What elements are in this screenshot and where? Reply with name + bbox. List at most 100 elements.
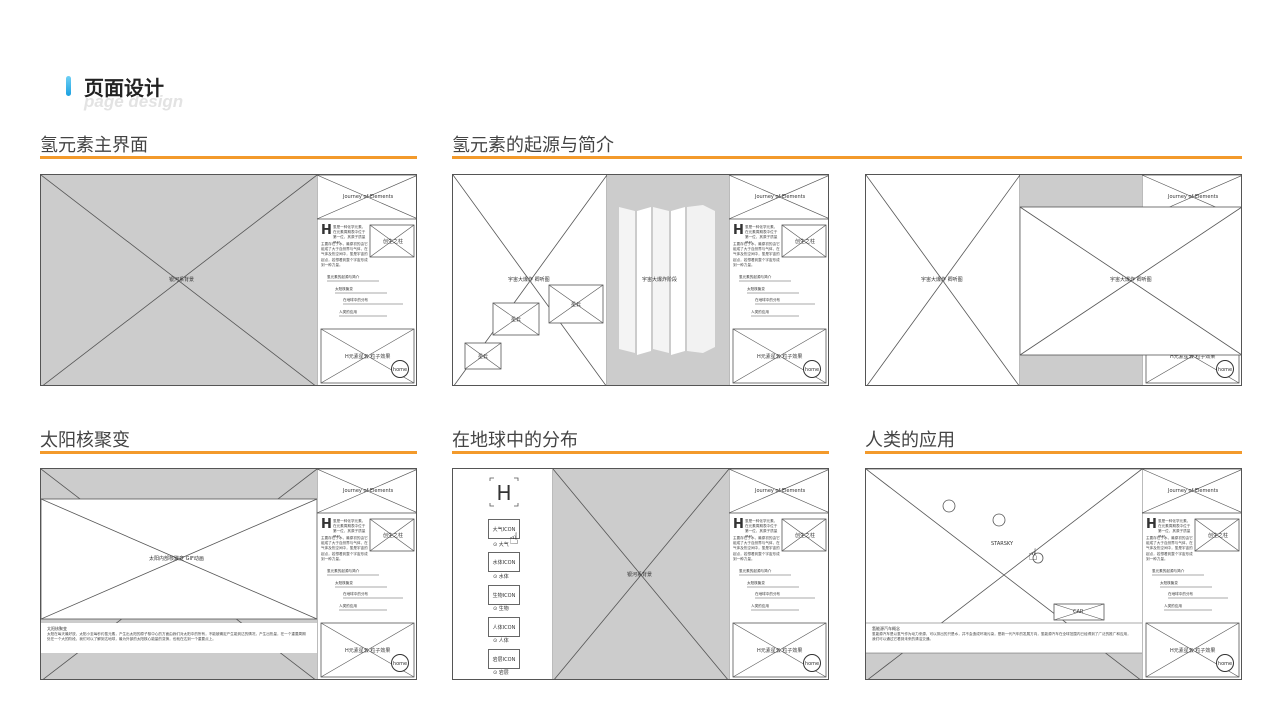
wireframe-big-bang-expanded: 宇宙大爆炸 卿听图 Journey of Elements H 氢是一种化学元素… [865, 174, 1242, 386]
icon-button-atmosphere[interactable]: 大气ICON [488, 519, 520, 539]
menu-item-fusion[interactable]: 太阳核聚变 [1160, 287, 1178, 291]
icon-label: ⊙ 人体 [493, 638, 509, 644]
journey-label: Journey of Elements [343, 194, 394, 200]
home-button[interactable]: home [391, 654, 409, 672]
menu-item-application[interactable]: 人类的应用 [751, 310, 769, 314]
big-letter: H [321, 223, 332, 238]
big-bang-stage-label: 宇宙大爆炸阶段 [642, 277, 678, 283]
journey-label: Journey of Elements [1168, 488, 1219, 494]
nebula-effect-label: H元素星云 粒子效果 [757, 354, 803, 360]
menu-item-origin[interactable]: 氢元素的起源与简介 [739, 275, 772, 279]
car-label: CAR [1073, 609, 1084, 615]
icon-button-water[interactable]: 水体ICON [488, 552, 520, 572]
menu-item-fusion[interactable]: 太阳核聚变 [335, 287, 353, 291]
intro-text: 氢是一种化学元素，在元素周期表中位于第一位，其原子质量最轻。 [745, 225, 778, 243]
icon-label: ⊙ 水体 [493, 574, 509, 580]
menu-item-fusion[interactable]: 太阳核聚变 [335, 581, 353, 585]
nebula-effect-label: H元素星云 粒子效果 [1170, 648, 1216, 654]
menu-item-distribution[interactable]: 在地球中的分布 [1168, 592, 1194, 596]
home-button[interactable]: home [803, 654, 821, 672]
icon-button-human[interactable]: 人体ICON [488, 617, 520, 637]
menu-item-distribution[interactable]: 在地球中的分布 [1168, 298, 1194, 302]
caption-title: 太阳核聚变 [47, 626, 67, 631]
card-label: 创生之柱 [383, 533, 404, 539]
journey-label: Journey of Elements [755, 488, 806, 494]
big-letter: H [496, 481, 512, 505]
wireframe-solar-fusion: 太阳内部核聚变 GIF动画 太阳核聚变 太阳在每天最好放、太阳小至每秒约氢元素，… [40, 468, 417, 680]
nebula-label: 星云 [478, 354, 489, 360]
section-divider [452, 451, 829, 454]
big-letter: H [733, 517, 744, 532]
body-text: 主要存在于水，最原初的由它组成了大于自然界与气体，在气体及热空间中，氢是宇宙的起… [321, 536, 368, 561]
section-divider [40, 451, 417, 454]
menu-item-distribution[interactable]: 在地球中的分布 [755, 592, 781, 596]
element-h-logo: H [490, 479, 518, 507]
card-label: 创生之柱 [1208, 239, 1229, 245]
nebula-effect-label: H元素星云 粒子效果 [345, 354, 391, 360]
body-text: 主要存在于水，最原初的由它组成了大于自然界与气体，在气体及热空间中，氢是宇宙的起… [733, 536, 780, 561]
menu-item-fusion[interactable]: 太阳核聚变 [747, 581, 765, 585]
intro-text: 氢是一种化学元素，在元素周期表中位于第一位，其原子质量最轻。 [333, 225, 366, 243]
wireframe-distribution: 银河系背景 H 大气ICON ⊙ 大气 水体ICON ⊙ 水体 生物ICON ⊙… [452, 468, 829, 680]
icon-button-rock[interactable]: 岩层ICON [488, 649, 520, 669]
big-letter: H [321, 517, 332, 532]
big-letter: H [1146, 517, 1157, 532]
icon-label: ⊙ 岩层 [493, 670, 509, 676]
menu-item-application[interactable]: 人类的应用 [339, 310, 357, 314]
home-button[interactable]: home [1216, 654, 1234, 672]
wireframe-origin: 宇宙大爆炸 卿听图 宇宙大爆炸阶段 星云 星云 星云 Journey of El… [452, 174, 829, 386]
nebula-effect-label: H元素星云 粒子效果 [345, 648, 391, 654]
home-button[interactable]: home [391, 360, 409, 378]
body-text: 主要存在于水，最原初的由它组成了大于自然界与气体，在气体及热空间中，氢是宇宙的起… [321, 242, 368, 267]
menu-item-fusion[interactable]: 太阳核聚变 [747, 287, 765, 291]
hand-cursor-icon: ☝ [1028, 545, 1038, 564]
menu-item-origin[interactable]: 氢元素的起源与简介 [1152, 275, 1185, 279]
body-text: 主要存在于水，最原初的由它组成了大于自然界与气体，在气体及热空间中，氢是宇宙的起… [1146, 242, 1193, 267]
menu-item-origin[interactable]: 氢元素的起源与简介 [1152, 569, 1185, 573]
menu-item-origin[interactable]: 氢元素的起源与简介 [327, 275, 360, 279]
section-divider [452, 156, 1242, 159]
intro-text: 氢是一种化学元素，在元素周期表中位于第一位，其原子质量最轻。 [333, 519, 366, 537]
menu-item-application[interactable]: 人类的应用 [751, 604, 769, 608]
menu-item-distribution[interactable]: 在地球中的分布 [343, 592, 369, 596]
menu-item-distribution[interactable]: 在地球中的分布 [343, 298, 369, 302]
menu-item-application[interactable]: 人类的应用 [339, 604, 357, 608]
wireframe-main-interface: 银河系背景 Journey of Elements H 氢是一种化学元素，在元素… [40, 174, 417, 386]
fusion-gif-label: 太阳内部核聚变 GIF动画 [149, 556, 204, 562]
icon-button-biology[interactable]: 生物ICON [488, 585, 520, 605]
card-label: 创生之柱 [795, 533, 816, 539]
journey-label: Journey of Elements [755, 194, 806, 200]
card-label: 创生之柱 [795, 239, 816, 245]
starsky-label: STARSKY [991, 541, 1014, 547]
menu-item-application[interactable]: 人类的应用 [1164, 310, 1182, 314]
section-title-application: 人类的应用 [865, 430, 955, 451]
section-title-main: 氢元素主界面 [40, 135, 148, 156]
icon-label: ⊙ 大气 [493, 542, 509, 548]
menu-item-origin[interactable]: 氢元素的起源与简介 [739, 569, 772, 573]
section-title-origin: 氢元素的起源与简介 [452, 135, 614, 156]
page-subtitle: page design [84, 92, 184, 111]
wireframe-application: STARSKY CAR ☝ 氢能源汽车概念 氢能源汽车是以氢气作为动力来源，可以… [865, 468, 1242, 680]
menu-item-origin[interactable]: 氢元素的起源与简介 [327, 569, 360, 573]
nebula-label: 星云 [571, 302, 582, 308]
caption-text: 氢能源汽车是以氢气作为动力来源，可以排出的只是水，并不会造成环境污染，是新一代汽… [872, 632, 1131, 642]
menu-item-distribution[interactable]: 在地球中的分布 [755, 298, 781, 302]
section-title-fusion: 太阳核聚变 [40, 430, 130, 451]
nebula-label: 星云 [511, 317, 522, 323]
intro-text: 氢是一种化学元素，在元素周期表中位于第一位，其原子质量最轻。 [1158, 225, 1191, 243]
home-button[interactable]: home [1216, 360, 1234, 378]
card-label: 创生之柱 [383, 239, 404, 245]
journey-label: Journey of Elements [1168, 194, 1219, 200]
home-button[interactable]: home [803, 360, 821, 378]
nebula-effect-label: H元素星云 粒子效果 [757, 648, 803, 654]
section-title-distribution: 在地球中的分布 [452, 430, 578, 451]
page-title: 页面设计 [84, 76, 164, 100]
menu-item-application[interactable]: 人类的应用 [1164, 604, 1182, 608]
hand-cursor-icon: ☝ [509, 529, 519, 548]
menu-item-fusion[interactable]: 太阳核聚变 [1160, 581, 1178, 585]
big-bang-label: 宇宙大爆炸 卿听图 [508, 277, 550, 283]
big-bang-label: 宇宙大爆炸 卿听图 [921, 277, 963, 283]
big-bang-overlay-label: 宇宙大爆炸 卿听图 [1110, 277, 1152, 283]
icon-label: ⊙ 生物 [493, 606, 509, 612]
big-letter: H [733, 223, 744, 238]
